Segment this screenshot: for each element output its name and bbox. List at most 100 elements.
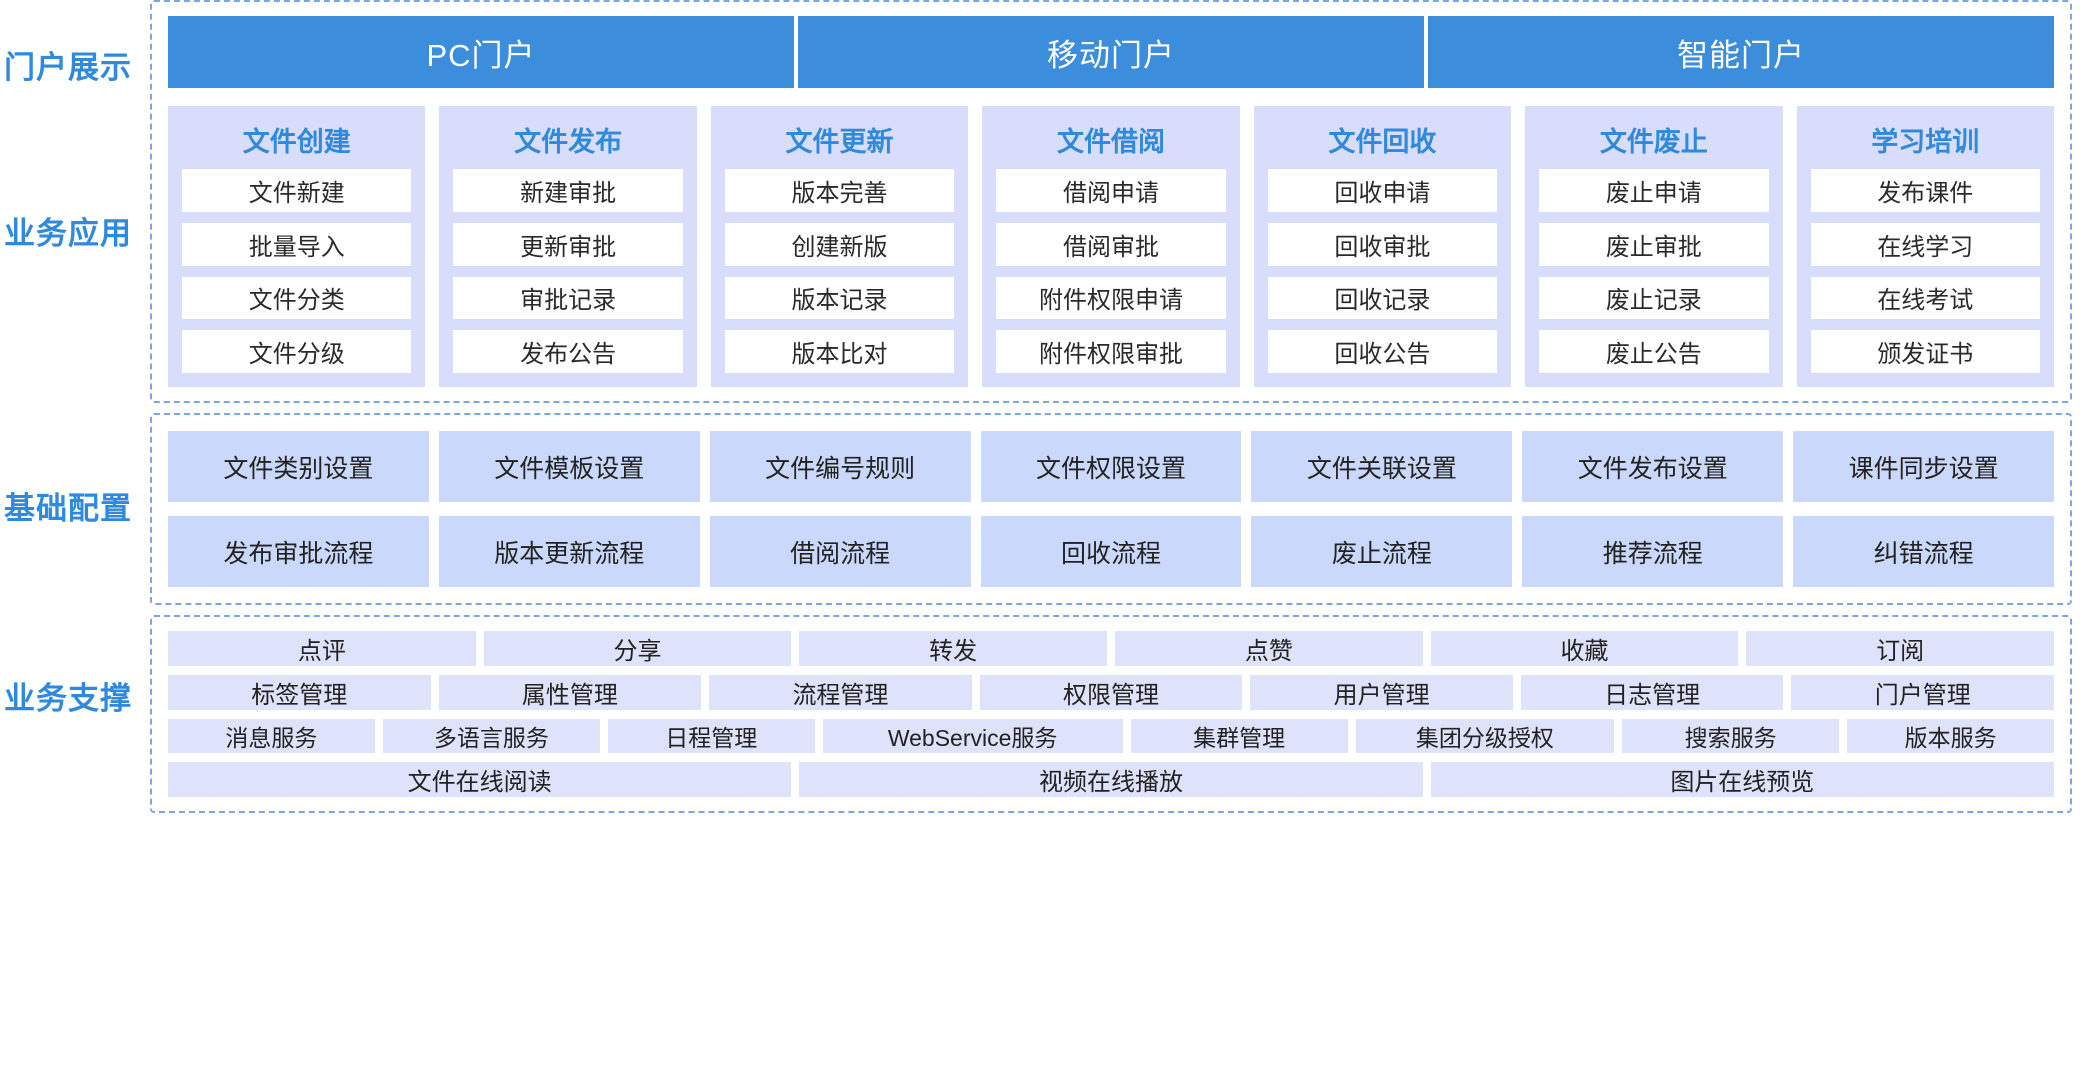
rail-label-portal: 门户展示 — [4, 50, 132, 85]
app-item[interactable]: 废止记录 — [1539, 276, 1769, 320]
rail-label-business-support: 业务支撑 — [4, 681, 132, 716]
support-cell[interactable]: 收藏 — [1430, 631, 1739, 666]
config-cell[interactable]: 文件编号规则 — [709, 431, 971, 502]
config-cell[interactable]: 发布审批流程 — [168, 516, 429, 587]
config-cell[interactable]: 版本更新流程 — [438, 516, 700, 587]
config-cell[interactable]: 文件模板设置 — [438, 431, 700, 502]
app-item[interactable]: 颁发证书 — [1810, 330, 2040, 373]
app-item[interactable]: 废止公告 — [1539, 330, 1769, 373]
support-cell[interactable]: 标签管理 — [168, 675, 431, 710]
support-cell[interactable]: 版本服务 — [1847, 719, 2055, 753]
app-item[interactable]: 回收审批 — [1267, 222, 1498, 266]
portal-item-mobile[interactable]: 移动门户 — [798, 16, 1424, 88]
app-item[interactable]: 文件分类 — [182, 276, 412, 320]
app-column-title: 文件更新 — [785, 127, 894, 157]
config-row: 文件类别设置 文件模板设置 文件编号规则 文件权限设置 文件关联设置 文件发布设… — [168, 431, 2055, 502]
app-item[interactable]: 批量导入 — [182, 222, 412, 266]
support-cell[interactable]: 门户管理 — [1791, 675, 2055, 710]
support-row-online-preview: 文件在线阅读 视频在线播放 图片在线预览 — [168, 762, 2054, 797]
support-cell[interactable]: 订阅 — [1746, 631, 2055, 666]
support-cell[interactable]: 日程管理 — [607, 719, 815, 753]
rail-label-business-application: 业务应用 — [4, 216, 132, 251]
app-item[interactable]: 版本完善 — [724, 169, 955, 212]
config-cell[interactable]: 回收流程 — [980, 516, 1242, 587]
app-item[interactable]: 在线学习 — [1810, 222, 2040, 266]
app-column-file-borrow: 文件借阅 借阅申请 借阅审批 附件权限申请 附件权限审批 — [982, 106, 1240, 387]
support-cell[interactable]: 图片在线预览 — [1430, 762, 2054, 797]
app-column-learning-training: 学习培训 发布课件 在线学习 在线考试 颁发证书 — [1796, 106, 2054, 387]
app-item[interactable]: 审批记录 — [453, 276, 683, 320]
app-item[interactable]: 更新审批 — [453, 222, 683, 266]
support-cell[interactable]: 属性管理 — [438, 675, 702, 710]
support-row-management: 标签管理 属性管理 流程管理 权限管理 用户管理 日志管理 门户管理 — [168, 675, 2055, 710]
app-item[interactable]: 废止申请 — [1539, 169, 1769, 212]
config-cell[interactable]: 推荐流程 — [1522, 516, 1784, 587]
app-item[interactable]: 借阅申请 — [996, 169, 1226, 212]
app-column-title: 文件回收 — [1328, 127, 1437, 157]
support-cell[interactable]: 点评 — [168, 631, 476, 666]
app-item[interactable]: 废止审批 — [1539, 222, 1769, 266]
band-business-support: 点评 分享 转发 点赞 收藏 订阅 标签管理 属性管理 流程管理 权限管理 用户… — [150, 615, 2072, 813]
app-column-items: 版本完善 创建新版 版本记录 版本比对 — [724, 169, 955, 373]
portal-item-label: 移动门户 — [1047, 37, 1175, 73]
config-cell[interactable]: 文件关联设置 — [1251, 431, 1513, 502]
app-column-file-recycle: 文件回收 回收申请 回收审批 回收记录 回收公告 — [1253, 106, 1512, 387]
app-item[interactable]: 在线考试 — [1810, 276, 2040, 320]
app-item[interactable]: 回收记录 — [1267, 276, 1498, 320]
config-cell[interactable]: 文件权限设置 — [980, 431, 1242, 502]
support-cell[interactable]: 点赞 — [1115, 631, 1423, 666]
support-cell[interactable]: 搜索服务 — [1622, 719, 1840, 753]
rail-label-basic-configuration: 基础配置 — [4, 491, 132, 526]
portal-item-label: PC门户 — [426, 37, 536, 73]
app-item[interactable]: 文件新建 — [182, 169, 412, 212]
app-item[interactable]: 发布课件 — [1810, 169, 2040, 212]
support-cell[interactable]: 集团分级授权 — [1355, 719, 1615, 753]
support-cell[interactable]: 分享 — [483, 631, 792, 666]
support-cell[interactable]: 消息服务 — [168, 719, 375, 753]
band-portal-and-applications: PC门户 移动门户 智能门户 文件创建 文件新建 批量导入 文件分类 文件分级 — [150, 0, 2072, 403]
app-column-items: 废止申请 废止审批 废止记录 废止公告 — [1539, 169, 1769, 373]
support-cell[interactable]: 日志管理 — [1520, 675, 1784, 710]
support-cell[interactable]: 权限管理 — [979, 675, 1243, 710]
support-cell[interactable]: 多语言服务 — [382, 719, 600, 753]
support-cell[interactable]: 集群管理 — [1130, 719, 1348, 753]
config-cell[interactable]: 借阅流程 — [709, 516, 971, 587]
app-item[interactable]: 版本比对 — [724, 330, 955, 373]
app-item[interactable]: 创建新版 — [724, 222, 955, 266]
app-column-items: 新建审批 更新审批 审批记录 发布公告 — [453, 169, 683, 373]
app-item[interactable]: 发布公告 — [453, 330, 683, 373]
support-cell[interactable]: 文件在线阅读 — [168, 762, 792, 797]
config-cell[interactable]: 文件发布设置 — [1522, 431, 1784, 502]
support-cell[interactable]: 流程管理 — [709, 675, 972, 710]
portal-item-pc[interactable]: PC门户 — [168, 16, 794, 88]
app-column-file-create: 文件创建 文件新建 批量导入 文件分类 文件分级 — [168, 106, 426, 387]
app-item[interactable]: 新建审批 — [453, 169, 683, 212]
app-column-title: 文件借阅 — [1056, 127, 1165, 157]
app-item[interactable]: 版本记录 — [724, 276, 955, 320]
config-cell[interactable]: 文件类别设置 — [168, 431, 429, 502]
config-cell[interactable]: 课件同步设置 — [1793, 431, 2055, 502]
app-column-file-update: 文件更新 版本完善 创建新版 版本记录 版本比对 — [710, 106, 969, 387]
config-cell[interactable]: 纠错流程 — [1793, 516, 2055, 587]
app-item[interactable]: 文件分级 — [182, 330, 412, 373]
support-row-social: 点评 分享 转发 点赞 收藏 订阅 — [168, 631, 2055, 666]
app-item[interactable]: 附件权限申请 — [996, 276, 1226, 320]
app-column-items: 借阅申请 借阅审批 附件权限申请 附件权限审批 — [996, 169, 1226, 373]
app-item[interactable]: 借阅审批 — [996, 222, 1226, 266]
app-item[interactable]: 回收公告 — [1267, 330, 1498, 373]
config-cell[interactable]: 废止流程 — [1251, 516, 1513, 587]
app-item[interactable]: 附件权限审批 — [996, 330, 1226, 373]
app-column-file-abolish: 文件废止 废止申请 废止审批 废止记录 废止公告 — [1525, 106, 1783, 387]
support-cell[interactable]: 视频在线播放 — [799, 762, 1423, 797]
portal-item-smart[interactable]: 智能门户 — [1428, 16, 2054, 88]
app-item[interactable]: 回收申请 — [1267, 169, 1498, 212]
support-cell[interactable]: WebService服务 — [822, 719, 1123, 753]
portal-item-label: 智能门户 — [1677, 37, 1805, 73]
support-row-services: 消息服务 多语言服务 日程管理 WebService服务 集群管理 集团分级授权… — [168, 719, 2055, 753]
support-cell[interactable]: 转发 — [799, 631, 1108, 666]
app-column-title: 文件创建 — [242, 127, 351, 157]
layer-label-rail: 门户展示 业务应用 基础配置 业务支撑 — [0, 0, 150, 1066]
support-cell[interactable]: 用户管理 — [1250, 675, 1513, 710]
business-application-columns: 文件创建 文件新建 批量导入 文件分类 文件分级 文件发布 新建审批 更新审批 … — [168, 106, 2054, 387]
